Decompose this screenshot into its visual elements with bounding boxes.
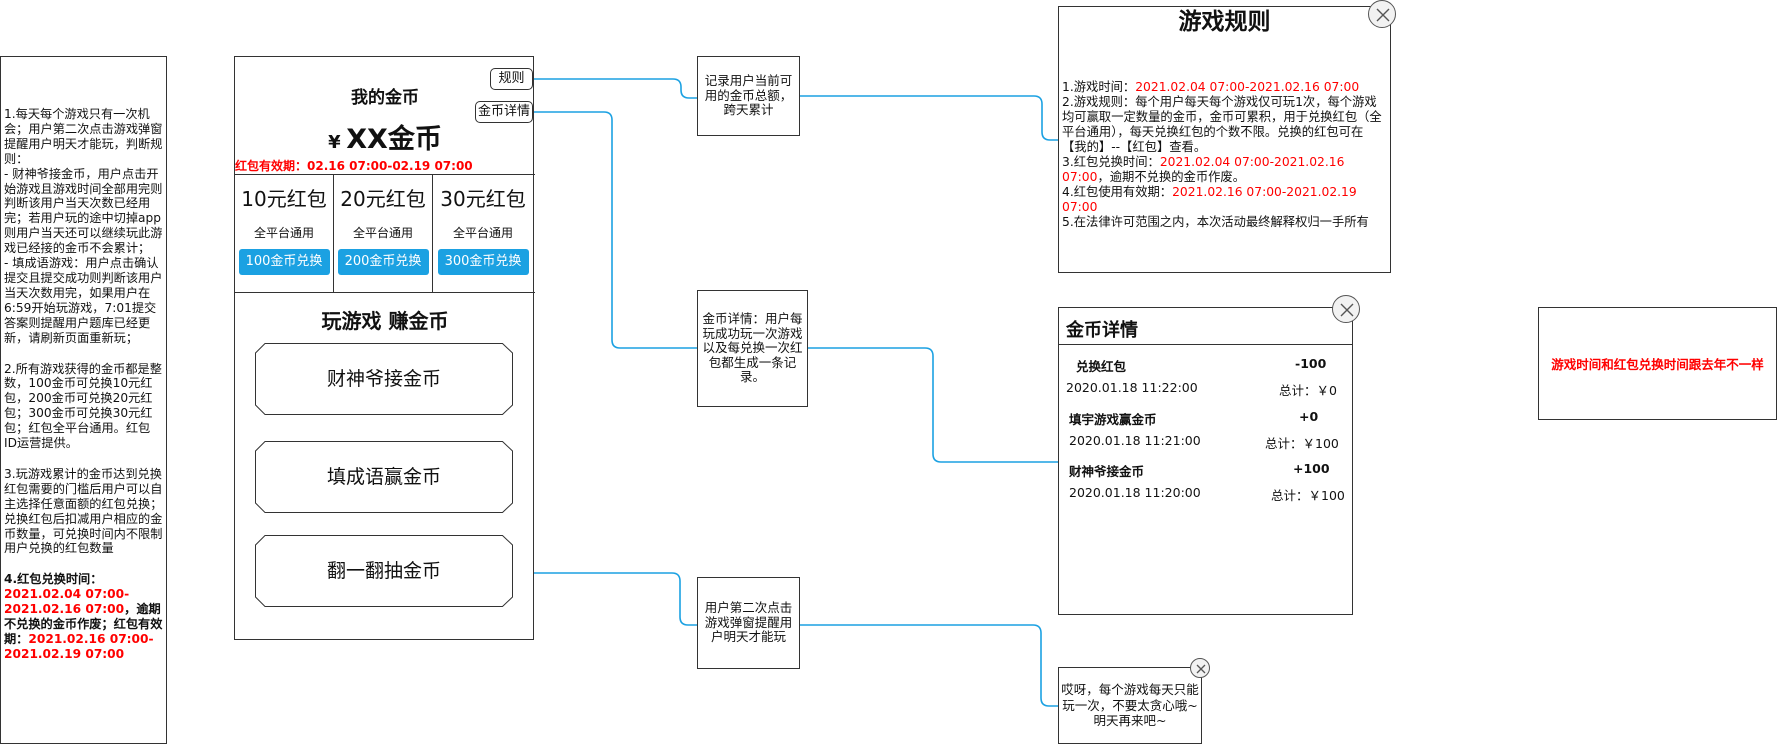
game-idiom[interactable]: 填成语赢金币: [255, 441, 513, 513]
exchange-200-button[interactable]: 200金币兑换: [337, 249, 429, 275]
coin-detail-close-icon[interactable]: [1332, 295, 1360, 323]
note-4: 4.红包兑换时间： 2021.02.04 07:00-2021.02.16 07…: [4, 572, 163, 661]
time-change-note: 游戏时间和红包兑换时间跟去年不一样: [1538, 307, 1777, 420]
coupon-amount: 30元红包: [440, 187, 526, 211]
connector-annotation-to-toast: [800, 624, 1058, 707]
annotation-coin-detail: 金币详情：用户每玩成功玩一次游戏以及每兑换一次红包都生成一条记录。: [697, 290, 808, 407]
rule-4: 4.红包使用有效期：2021.02.16 07:00-2021.02.19 07…: [1062, 185, 1387, 215]
replay-toast: 哎呀，每个游戏每天只能玩一次，不要太贪心哦~明天再来吧~: [1058, 667, 1202, 744]
annotation-replay: 用户第二次点击游戏弹窗提醒用户明天才能玩: [697, 577, 800, 669]
connector-annotation-to-rules: [800, 95, 1058, 141]
rules-popup: 游戏规则 1.游戏时间：2021.02.04 07:00-2021.02.16 …: [1058, 6, 1391, 273]
rule-3-label: 3.红包兑换时间：: [1062, 155, 1160, 169]
exchange-300-button[interactable]: 300金币兑换: [437, 249, 529, 275]
note-2: 2.所有游戏获得的金币都是整数，100金币可兑换10元红包，200金币可兑换20…: [4, 361, 162, 451]
phone-mockup: 规则 金币详情 我的金币 ¥ XX金币 红包有效期：02.16 07:00-02…: [234, 56, 535, 640]
record-total: 总计：￥100: [1271, 488, 1345, 503]
rule-4-time: 2021.02.16 07:00-2021.02.19 07:00: [1062, 185, 1357, 214]
record-name: 财神爷接金币: [1069, 464, 1145, 479]
coupon-validity: 红包有效期：02.16 07:00-02.19 07:00: [235, 159, 473, 173]
rule-1: 1.游戏时间：2021.02.04 07:00-2021.02.16 07:00: [1062, 80, 1387, 95]
exchange-100-button[interactable]: 100金币兑换: [238, 249, 330, 275]
note-4-time: 2021.02.04 07:00-2021.02.16 07:00: [4, 587, 130, 617]
coupon-amount: 10元红包: [241, 187, 327, 211]
requirements-notes: 1.每天每个游戏只有一次机会；用户第二次点击游戏弹窗提醒用户明天才能玩，判断规则…: [0, 56, 167, 744]
connector-detail-to-annotation: [534, 111, 697, 349]
rule-2: 2.游戏规则：每个用户每天每个游戏仅可玩1次，每个游戏均可赢取一定数量的金币，金…: [1062, 95, 1382, 154]
connector-rules-to-annotation: [534, 78, 697, 99]
my-coins-title: 我的金币: [351, 88, 419, 108]
coin-detail-divider: [1059, 344, 1352, 345]
record-total: 总计：￥100: [1265, 436, 1339, 451]
coin-detail-popup: 金币详情 兑换红包 -100 2020.01.18 11:22:00 总计：￥0…: [1058, 307, 1353, 615]
record-date: 2020.01.18 11:21:00: [1069, 433, 1201, 448]
game-label: 填成语赢金币: [326, 466, 441, 488]
coupon-30: 30元红包 全平台通用 300金币兑换: [433, 175, 533, 293]
record-total: 总计：￥0: [1279, 383, 1337, 398]
coupon-bottom-divider: [235, 292, 535, 293]
rule-1-label: 1.游戏时间：: [1062, 80, 1136, 94]
yen-symbol: ¥: [328, 132, 341, 153]
coupon-scope: 全平台通用: [253, 226, 314, 240]
game-label: 翻一翻抽金币: [326, 560, 441, 582]
coupon-amount: 20元红包: [340, 187, 426, 211]
record-date: 2020.01.18 11:22:00: [1066, 380, 1198, 395]
coupon-scope: 全平台通用: [352, 226, 413, 240]
coin-detail-button[interactable]: 金币详情: [475, 101, 533, 123]
rule-3: 3.红包兑换时间：2021.02.04 07:00-2021.02.16 07:…: [1062, 155, 1387, 185]
record-delta: +0: [1299, 409, 1319, 424]
rule-4-label: 4.红包使用有效期：: [1062, 185, 1173, 199]
coupon-top-divider: [235, 174, 535, 175]
record-delta: +100: [1293, 461, 1330, 476]
rule-3-tail: ，逾期不兑换的金币作废。: [1097, 170, 1246, 184]
toast-close-icon[interactable]: [1190, 658, 1210, 678]
connector-game-to-annotation: [514, 572, 697, 626]
rule-5: 5.在法律许可范围之内，本次活动最终解释权归一手所有: [1062, 215, 1369, 229]
record-name: 填宇游戏赢金币: [1069, 412, 1157, 427]
coin-detail-title: 金币详情: [1066, 320, 1138, 341]
coin-amount: XX金币: [346, 124, 442, 155]
game-label: 财神爷接金币: [326, 368, 441, 390]
note-4-mid: ，逾期不兑换的金币作废；红包有效期：: [4, 602, 163, 646]
annotation-balance: 记录用户当前可用的金币总额，跨天累计: [697, 56, 800, 136]
rule-3-time: 2021.02.04 07:00-2021.02.16 07:00: [1062, 155, 1345, 184]
game-frame-shape: [255, 343, 513, 415]
game-caishen[interactable]: 财神爷接金币: [255, 343, 513, 415]
rule-1-time: 2021.02.04 07:00-2021.02.16 07:00: [1135, 80, 1360, 94]
record-delta: -100: [1295, 356, 1327, 371]
games-title: 玩游戏 赚金币: [321, 309, 449, 333]
note-4-valid: 2021.02.16 07:00-2021.02.19 07:00: [4, 632, 154, 661]
game-frame-shape: [255, 535, 513, 607]
coupon-20: 20元红包 全平台通用 200金币兑换: [334, 175, 433, 293]
rules-title: 游戏规则: [1178, 9, 1271, 35]
coupon-scope: 全平台通用: [452, 226, 513, 240]
note-1: 1.每天每个游戏只有一次机会；用户第二次点击游戏弹窗提醒用户明天才能玩，判断规则…: [4, 107, 163, 345]
rules-body: 1.游戏时间：2021.02.04 07:00-2021.02.16 07:00…: [1062, 80, 1387, 230]
connector-annotation-to-coins: [808, 347, 1058, 463]
game-flip[interactable]: 翻一翻抽金币: [255, 535, 513, 607]
game-frame-shape: [255, 441, 513, 513]
record-name: 兑换红包: [1076, 359, 1127, 374]
note-3: 3.玩游戏累计的金币达到兑换红包需要的门槛后用户可以自主选择任意面额的红包兑换；…: [4, 466, 163, 556]
rules-button[interactable]: 规则: [490, 68, 533, 90]
rules-close-icon[interactable]: [1368, 0, 1396, 28]
coupon-10: 10元红包 全平台通用 100金币兑换: [235, 175, 334, 293]
record-date: 2020.01.18 11:20:00: [1069, 485, 1201, 500]
note-4-label: 4.红包兑换时间：: [4, 572, 103, 587]
coin-balance: ¥ XX金币: [235, 117, 535, 156]
